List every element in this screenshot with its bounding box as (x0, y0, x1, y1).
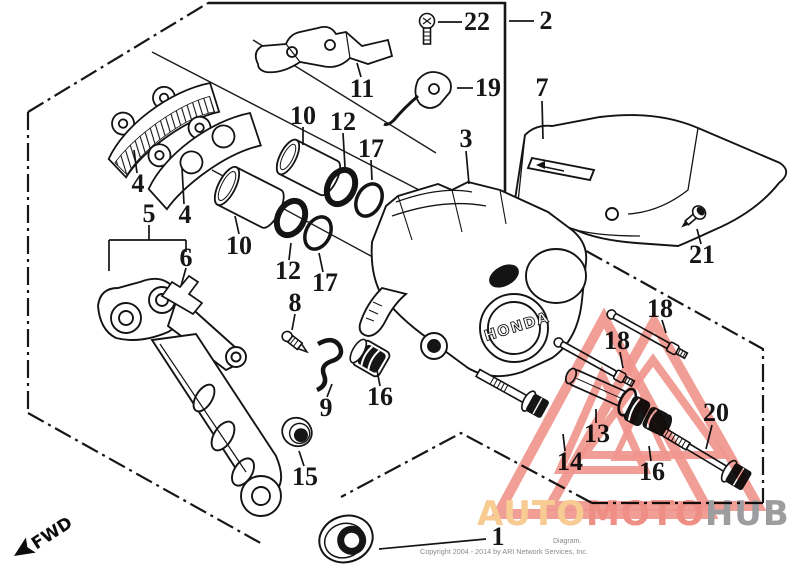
part-brake-pad-front (147, 111, 262, 211)
copyright-line1: Diagram. (553, 538, 581, 545)
part-cover-7 (512, 114, 788, 247)
fwd-label: FWD (28, 513, 76, 554)
part-clip-9 (315, 337, 344, 393)
part-boot-15 (281, 416, 313, 448)
part-pad-stay-11 (254, 25, 394, 74)
part-brake-pad-rear (107, 81, 221, 179)
part-pin-18-upper (606, 309, 689, 360)
part-piston-lower-10 (213, 165, 285, 229)
leader-lines (108, 20, 713, 550)
copyright-line2: Copyright 2004 - 2014 by ARI Network Ser… (420, 547, 588, 556)
part-bolt-20 (660, 427, 752, 491)
part-screw-22 (418, 12, 436, 45)
part-bleed-valve-8 (281, 330, 309, 354)
part-bracket-arm-5 (97, 277, 283, 517)
part-clip-6 (160, 274, 204, 316)
part-seals (273, 166, 384, 251)
part-screw-21 (681, 205, 707, 228)
part-clip-19 (383, 71, 452, 126)
part-bushing-16-left (349, 338, 391, 378)
part-grommet-1 (318, 514, 374, 564)
fwd-direction-stamp: FWD (14, 513, 76, 556)
